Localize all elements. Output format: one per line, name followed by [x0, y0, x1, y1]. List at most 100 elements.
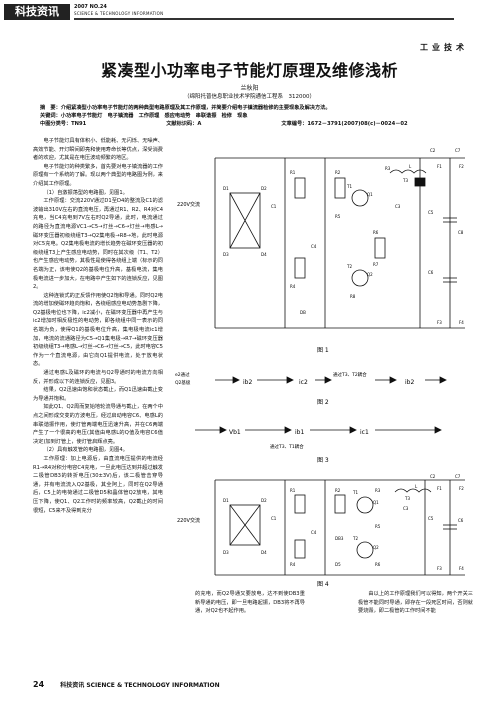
- fig3-coupling: 通过T3、T1耦合: [270, 443, 304, 450]
- fig2-ib2: ib2: [243, 379, 252, 386]
- fig1-f2: F2: [459, 164, 464, 169]
- issue-number: 2007 NO.24: [74, 4, 107, 10]
- fig2-ic2: ic2: [299, 379, 308, 386]
- fig4-r3: R3: [375, 488, 381, 493]
- abstract: 摘 要：介绍紧凑型小功率电子节能灯的两种典型电路原理及其工作原理，并简要介绍电子…: [40, 105, 331, 111]
- article-title: 紧凑型小功率电子节能灯原理及维修浅析: [100, 61, 398, 80]
- meta-row: 中图分类号：TN91 文献标识码：A 文章编号：1672－3791(2007)0…: [40, 120, 470, 128]
- fig4-c2: C2: [430, 474, 436, 479]
- paragraph: 电子节能灯的种类繁多，首先要对电子镇流器的工作原理有一个系统的了解。现以两个典型…: [33, 163, 163, 187]
- fig1-r2: R2: [335, 170, 341, 175]
- fig1-t1: T1: [346, 184, 352, 189]
- page-footer: 24 科技资讯 SCIENCE & TECHNOLOGY INFORMATION: [33, 680, 220, 689]
- fig4-d3: D3: [223, 550, 229, 555]
- header-rule: [74, 18, 454, 20]
- fig1-d4: D4: [261, 252, 267, 257]
- article-number: 文章编号：1672－3791(2007)08(c)－0024－02: [281, 121, 408, 127]
- fig1-d3: D3: [223, 252, 229, 257]
- paragraph: 这种连锁式的正反馈作用使Q2饱和导通。同时Q2电流的增加使磁环趋向饱和，各绕组感…: [33, 292, 163, 368]
- fig4-c6: C6: [458, 518, 464, 523]
- fig4-d2: D2: [261, 498, 267, 503]
- fig4-t3: T3: [404, 496, 410, 501]
- fig1-r8: R8: [350, 294, 356, 299]
- fig1-t3: T3: [402, 178, 408, 183]
- paragraph: 电子节能灯具有体积小、低能耗、无闪烁、无噪声、高效节能、开灯瞬间即亮和使用寿命长…: [33, 138, 163, 162]
- fig4-r1: R1: [290, 488, 296, 493]
- paragraph: （2）具有触发管的电路图，见图4。: [43, 447, 128, 454]
- fig4-r6: R6: [375, 562, 381, 567]
- fig4-q2: Q2: [373, 545, 379, 550]
- figure-4-circuit: 220V交流 D1 D2 D3 D4 R1 R2 R3 R4 R5 R6 C1 …: [177, 474, 465, 588]
- fig4-db3: DB3: [335, 536, 344, 541]
- figure-4-caption: 图 4: [317, 581, 329, 588]
- fig2-label-base: Q2基极: [175, 379, 191, 386]
- fig1-c5: C5: [428, 210, 434, 215]
- fig4-l: L: [415, 484, 418, 489]
- paragraph: 的充电，而Q2导通又要放电，达不到使DB3重新导通的电压，即一旦电路起振，DB3…: [195, 591, 305, 615]
- journal-brand: 科技资讯: [4, 4, 70, 20]
- keywords: 关键词：小功率电子节能灯 电子镇流器 工作原理 感应电动势 串联谐振 检修 现象: [40, 113, 248, 119]
- fig1-f3: F3: [437, 320, 442, 325]
- fig1-r3: R3: [385, 166, 391, 171]
- fig1-c1: C1: [271, 204, 277, 209]
- paragraph: 通过电感L及磁环的电流与Q2导通时的电流方向相反，并形成以下的连锁反应，见图3。: [33, 370, 163, 385]
- author-affiliation: （绵阳托普信息职业技术学院通信工程系 312000）: [184, 94, 315, 100]
- fig4-t2: T2: [352, 536, 358, 541]
- fig1-db: DB: [300, 310, 306, 315]
- fig4-c1: C1: [271, 516, 277, 521]
- figure-3-chain: Vb1 ib1 通过T3、T1耦合 ic1 图 3: [195, 426, 442, 464]
- fig4-d4: D4: [261, 550, 267, 555]
- fig1-input-label: 220V交流: [177, 201, 200, 208]
- fig2-label-e2: e2通过: [175, 371, 190, 378]
- fig1-l: L: [409, 164, 412, 169]
- paragraph: 工作原理：交流220V通过D1至D4的整流及C1的滤波输出310V左右的直流电压…: [33, 198, 163, 291]
- fig1-c4: C4: [311, 244, 317, 249]
- paragraph: 工作原理：加上电源后，由直流电压提供的电流经R1→R4对积分电容C4充电，一旦此…: [33, 455, 163, 514]
- page-number: 24: [33, 680, 45, 689]
- fig4-d1: D1: [223, 498, 229, 503]
- paragraph: 由以上的工作原理我们可以得知，两个开关三极管不能同时导通，即存在一段死区时间，否…: [358, 591, 473, 615]
- fig1-r1: R1: [290, 170, 296, 175]
- clc-number: 中图分类号：TN91: [40, 121, 87, 127]
- footer-journal: 科技资讯 SCIENCE & TECHNOLOGY INFORMATION: [60, 682, 220, 689]
- fig4-f3: F3: [437, 566, 442, 571]
- fig3-ib1: ib1: [295, 429, 304, 436]
- fig1-d2: D2: [261, 186, 267, 191]
- fig4-d5: D5: [335, 562, 341, 567]
- abstract-block: 摘 要：介绍紧凑型小功率电子节能灯的两种典型电路原理及其工作原理，并简要介绍电子…: [40, 104, 470, 128]
- figure-3-caption: 图 3: [317, 457, 329, 464]
- fig4-f1: F1: [437, 486, 442, 491]
- fig1-r5: R5: [335, 214, 341, 219]
- fig4-f2: F2: [459, 486, 464, 491]
- fig4-c7: C7: [455, 474, 461, 479]
- fig4-q1: Q1: [373, 500, 379, 505]
- fig1-c7: C7: [455, 148, 461, 153]
- section-label: 工业技术: [420, 42, 468, 52]
- fig1-c6: C6: [428, 270, 434, 275]
- fig2-ib2-b: ib2: [405, 379, 414, 386]
- paragraph: 如此Q1、Q2周而复始地轮流导通与截止，在两个中点之间形成交变的方波电压，经过启…: [33, 404, 163, 445]
- fig4-c5: C5: [428, 516, 434, 521]
- body-column-2: 的充电，而Q2导通又要放电，达不到使DB3重新导通的电压，即一旦电路起振，DB3…: [195, 590, 305, 616]
- fig1-f1: F1: [437, 164, 442, 169]
- article-author: 兰秋阳: [240, 85, 259, 92]
- paragraph: 结果，Q2迅速由饱和状态截止，而Q1迅速由截止变为导通并饱和。: [33, 387, 163, 402]
- fig3-vb1: Vb1: [229, 429, 241, 436]
- fig1-c8: C8: [458, 230, 464, 235]
- fig4-r4: R4: [290, 562, 296, 567]
- doc-code: 文献标识码：A: [166, 121, 202, 127]
- fig1-r4: R4: [290, 284, 296, 289]
- fig4-r5: R5: [375, 524, 381, 529]
- fig4-c3: C3: [403, 506, 409, 511]
- fig4-t1: T1: [352, 490, 358, 495]
- body-column-3: 由以上的工作原理我们可以得知，两个开关三极管不能同时导通，即存在一段死区时间，否…: [358, 590, 473, 616]
- fig1-c2: C2: [430, 148, 436, 153]
- journal-subtitle: SCIENCE & TECHNOLOGY INFORMATION: [74, 11, 164, 16]
- fig4-input-label: 220V交流: [177, 517, 200, 524]
- figure-2-chain: e2通过 Q2基极 ib2 通过T3、T2耦合 ic2 ib2 图 2: [175, 371, 447, 406]
- fig1-c3: C3: [395, 204, 401, 209]
- fig3-ic1: ic1: [360, 429, 369, 436]
- fig4-r2: R2: [335, 488, 341, 493]
- paragraph: （1）自激振荡型的电路图，见图1。: [43, 189, 128, 196]
- fig2-coupling: 通过T3、T2耦合: [333, 371, 367, 378]
